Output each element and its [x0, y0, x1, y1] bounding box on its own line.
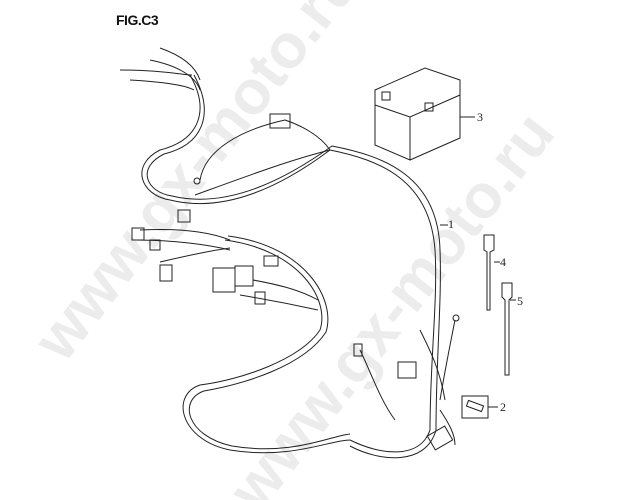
cable-tie-5: [501, 282, 516, 376]
figure-title: FIG.C3: [116, 12, 159, 28]
callout-4: 4: [500, 255, 506, 269]
fuse: [461, 395, 498, 419]
callout-2: 2: [500, 400, 506, 414]
callout-3: 3: [477, 110, 483, 124]
cable-tie-4: [483, 234, 500, 311]
battery: [374, 67, 475, 161]
callout-1: 1: [448, 217, 454, 231]
callout-5: 5: [517, 294, 523, 308]
wire-harness: [119, 47, 460, 459]
